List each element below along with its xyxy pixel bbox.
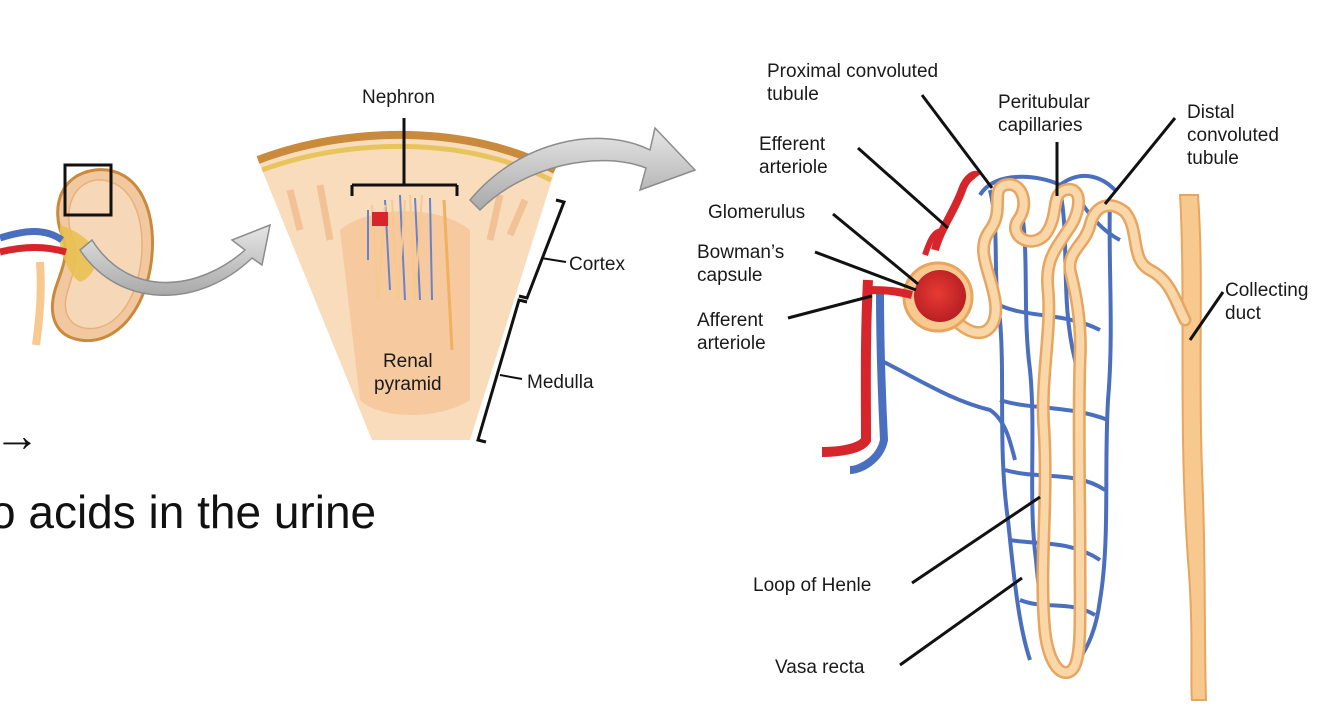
nephron-label: Nephron <box>362 87 435 108</box>
loop-of-henle-label: Loop of Henle <box>753 575 872 596</box>
renal-pyramid-label: Renal pyramid <box>374 351 442 395</box>
renal-wedge <box>256 118 567 444</box>
zoom-arrow-2 <box>468 126 697 212</box>
efferent-arteriole-label: Efferent arteriole <box>759 134 828 178</box>
slide-body-text: o acids in the urine <box>0 486 377 538</box>
glomerulus-label: Glomerulus <box>708 202 806 223</box>
cortex-label: Cortex <box>569 254 625 275</box>
bowmans-capsule-label: Bowman’s capsule <box>697 242 785 286</box>
distal-convoluted-tubule-label: Distal convoluted tubule <box>1187 102 1279 169</box>
slide-arrow-text: → <box>0 409 40 461</box>
afferent-arteriole-label: Afferent arteriole <box>697 310 766 354</box>
peritubular-capillaries-label: Peritubular capillaries <box>998 92 1090 136</box>
collecting-duct-label: Collecting duct <box>1225 280 1309 324</box>
nephron-detail <box>821 170 1208 701</box>
kidney-illustration <box>0 163 155 346</box>
vasa-recta-label: Vasa recta <box>775 657 865 678</box>
proximal-convoluted-tubule-label: Proximal convoluted tubule <box>767 61 939 105</box>
medulla-label: Medulla <box>527 372 594 393</box>
leader-lines <box>787 94 1225 667</box>
zoom-arrow-1 <box>79 223 272 296</box>
